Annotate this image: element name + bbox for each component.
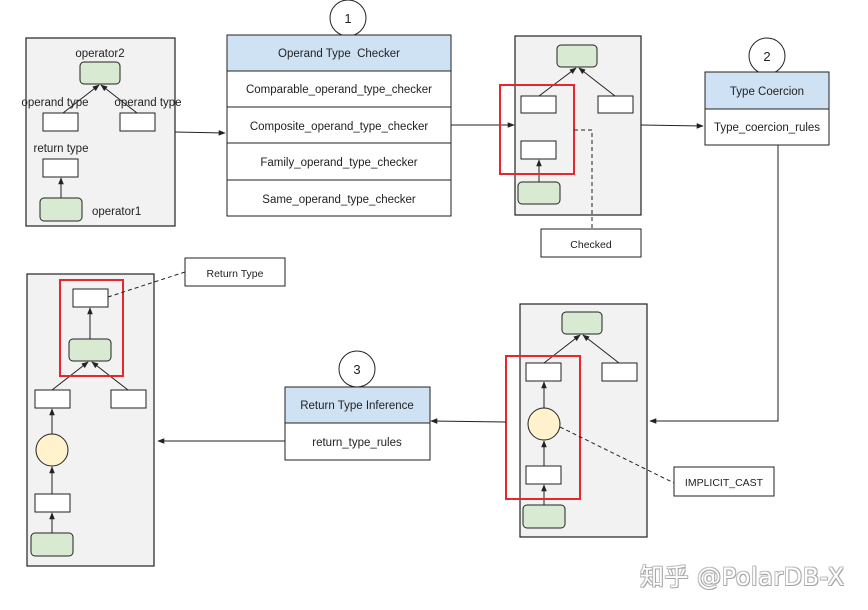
implicit-cast-callout: [673, 466, 775, 497]
step-2-type-coercion: 2 Type Coercion Type_coercion_rules: [704, 37, 830, 146]
checked-callout-connector: [574, 129, 593, 229]
checker-row-label: Family_operand_type_checker: [260, 157, 417, 169]
operand-node: [601, 362, 638, 382]
result-tree-panel: [26, 271, 186, 567]
operand-type-right-node: [119, 112, 156, 132]
operator-node: [68, 338, 112, 362]
coerced-tree-panel: [505, 303, 675, 538]
step-1-header: [226, 34, 452, 72]
return-type-callout: [184, 257, 286, 287]
operand-node: [520, 95, 557, 114]
return-type-node: [42, 158, 79, 178]
inference-row-label: return_type_rules: [312, 437, 402, 449]
operand-type-left-label: operand type: [21, 97, 88, 109]
return-type-node: [34, 493, 71, 513]
inference-row: [284, 422, 431, 461]
input-tree-panel: operator2 operand type operand type retu…: [21, 37, 182, 227]
step-2-title: Type Coercion: [730, 86, 804, 98]
step-3-number: 3: [353, 362, 360, 377]
return-type-node: [520, 140, 557, 160]
operator-node: [522, 504, 566, 529]
step-1-operand-type-checker: 1 Operand Type Checker Comparable_operan…: [226, 0, 452, 217]
step-2-number: 2: [763, 49, 770, 64]
checker-row-label: Same_operand_type_checker: [262, 194, 416, 206]
checked-callout-label: Checked: [570, 239, 612, 251]
operator1-node: [39, 197, 83, 222]
return-type-node: [525, 465, 562, 485]
operand-node: [34, 389, 71, 409]
checked-tree-panel: [499, 35, 642, 229]
tree-edge: [543, 334, 581, 364]
return-type-label: return type: [34, 143, 89, 155]
flow-arrow-input-to-checker: [174, 130, 226, 136]
operator1-label: operator1: [92, 206, 141, 218]
flow-arrow-checked-to-coercion: [640, 123, 704, 129]
operand-type-right-label: operand type: [114, 97, 181, 109]
tree-edge: [578, 67, 616, 97]
return-type-callout-label: Return Type: [206, 268, 263, 280]
tree-edge: [538, 67, 577, 97]
edge-right-to-operator2: [100, 84, 138, 114]
operator-node: [30, 532, 74, 557]
edge-left-to-operator2: [62, 84, 100, 114]
operand-node: [110, 389, 147, 409]
checker-row-label: Comparable_operand_type_checker: [246, 84, 432, 96]
operand-node: [597, 95, 634, 114]
checker-row-label: Composite_operand_type_checker: [250, 121, 429, 133]
step-3-title: Return Type Inference: [300, 400, 414, 412]
step-3-return-type-inference: 3 Return Type Inference return_type_rule…: [284, 350, 431, 461]
operand-type-left-node: [42, 112, 79, 132]
operator-node: [561, 311, 603, 335]
coercion-row-label: Type_coercion_rules: [714, 122, 820, 134]
implicit-cast-callout-connector: [559, 426, 675, 484]
coercion-highlight: [505, 355, 581, 500]
implicit-cast-node: [527, 407, 561, 441]
return-type-node: [72, 288, 109, 308]
tree-edge: [582, 334, 620, 364]
checker-row: [226, 179, 452, 217]
step-2-header: [704, 71, 830, 110]
checked-callout: [540, 228, 642, 258]
operator-node: [517, 181, 561, 205]
flow-arrow-coercion-to-coerced-tree: [649, 145, 779, 424]
flow-arrow-coerced-to-inference: [430, 418, 507, 424]
step-3-header: [284, 386, 431, 424]
coercion-row: [704, 108, 830, 146]
return-type-highlight: [59, 279, 124, 377]
operator2-label: operator2: [75, 48, 124, 60]
step-1-title: Operand Type Checker: [278, 48, 400, 60]
operator2-node: [79, 61, 121, 85]
implicit-cast-callout-label: IMPLICIT_CAST: [685, 477, 764, 489]
operator-node: [556, 44, 598, 68]
watermark: 知乎 @PolarDB-X: [640, 563, 845, 591]
operand-node: [525, 362, 562, 382]
step-1-number: 1: [344, 11, 351, 26]
implicit-cast-node: [35, 433, 69, 467]
